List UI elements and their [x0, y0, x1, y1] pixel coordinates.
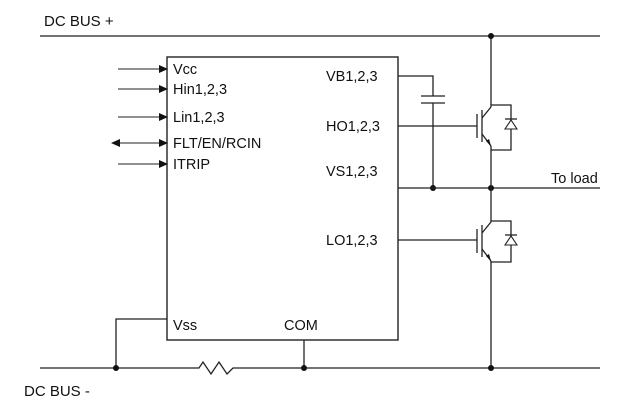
dc-bus-negative-label: DC BUS -	[24, 383, 90, 400]
pin-com-label: COM	[284, 318, 318, 334]
pin-hin: Hin1,2,3	[118, 82, 227, 98]
pin-flt-en-rcin-label: FLT/EN/RCIN	[173, 136, 261, 152]
pin-vcc-label: Vcc	[173, 62, 197, 78]
gate-driver-ic: Vcc Hin1,2,3 Lin1,2,3 FLT/EN/RCIN ITRIP …	[111, 56, 399, 341]
pin-ho-label: HO1,2,3	[326, 119, 380, 135]
pin-vs-label: VS1,2,3	[326, 164, 378, 180]
capacitor-icon	[421, 95, 445, 191]
to-load-label: To load	[551, 171, 598, 187]
pin-lin: Lin1,2,3	[118, 110, 225, 126]
com-wire	[301, 340, 307, 371]
dc-bus-positive: DC BUS +	[40, 13, 600, 37]
resistor-icon	[190, 358, 242, 378]
pin-itrip: ITRIP	[118, 157, 210, 173]
pin-itrip-label: ITRIP	[173, 157, 210, 173]
vs-output-wire: To load	[398, 171, 600, 191]
vss-wire	[113, 318, 167, 371]
driver-ic-body	[166, 56, 399, 341]
pin-vb-label: VB1,2,3	[326, 69, 378, 85]
pin-hin-label: Hin1,2,3	[173, 82, 227, 98]
pin-lo-label: LO1,2,3	[326, 233, 378, 249]
pin-vcc: Vcc	[118, 62, 197, 78]
half-bridge-rail	[488, 33, 494, 371]
pin-lin-label: Lin1,2,3	[173, 110, 225, 126]
vb-wire	[398, 75, 434, 96]
pin-vss-label: Vss	[173, 318, 197, 334]
igbt-with-diode-icon	[476, 220, 519, 263]
dc-bus-negative: DC BUS -	[24, 367, 600, 400]
pin-flt-en-rcin: FLT/EN/RCIN	[111, 136, 261, 152]
dc-bus-positive-label: DC BUS +	[44, 13, 114, 30]
igbt-with-diode-icon	[476, 104, 519, 151]
